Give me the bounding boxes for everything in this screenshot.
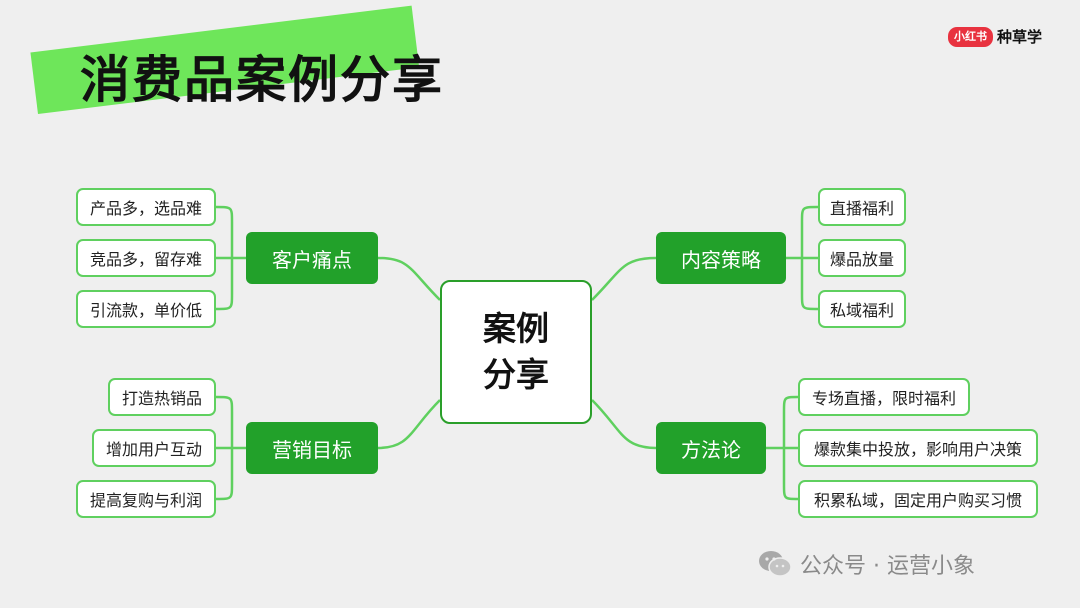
connector-center-goal <box>377 399 441 450</box>
page-title: 消费品案例分享 <box>80 51 444 109</box>
topic-methodology: 方法论 <box>656 422 766 474</box>
leaf-pain-2: 竞品多，留存难 <box>76 239 216 277</box>
leaf-goal-1: 打造热销品 <box>108 378 216 416</box>
connector-method-leaves <box>766 395 799 501</box>
connector-goal-leaves <box>215 395 246 501</box>
leaf-pain-3: 引流款，单价低 <box>76 290 216 328</box>
topic-pain-points: 客户痛点 <box>246 232 378 284</box>
wechat-icon <box>759 551 792 577</box>
leaf-strategy-2: 爆品放量 <box>818 239 906 277</box>
center-node: 案例分享 <box>440 280 592 424</box>
leaf-method-3: 积累私域，固定用户购买习惯 <box>798 480 1038 518</box>
leaf-strategy-3: 私域福利 <box>818 290 906 328</box>
leaf-method-2: 爆款集中投放，影响用户决策 <box>798 429 1038 467</box>
connector-center-method <box>591 399 657 450</box>
watermark: 公众号 · 运营小象 <box>758 548 975 580</box>
leaf-goal-2: 增加用户互动 <box>92 429 216 467</box>
brand-logo: 小红书 种草学 <box>948 26 1042 47</box>
leaf-method-1: 专场直播，限时福利 <box>798 378 970 416</box>
center-label: 案例分享 <box>483 309 549 394</box>
topic-marketing-goals: 营销目标 <box>246 422 378 474</box>
connector-center-pain <box>377 256 441 301</box>
brand-text: 种草学 <box>997 28 1043 46</box>
connector-pain-leaves <box>215 205 246 311</box>
brand-badge: 小红书 <box>948 26 993 47</box>
watermark-text: 公众号 · 运营小象 <box>800 554 975 579</box>
leaf-pain-1: 产品多，选品难 <box>76 188 216 226</box>
connector-strategy-leaves <box>786 205 819 311</box>
topic-content-strategy: 内容策略 <box>656 232 786 284</box>
connector-center-strategy <box>591 256 657 301</box>
leaf-strategy-1: 直播福利 <box>818 188 906 226</box>
leaf-goal-3: 提高复购与利润 <box>76 480 216 518</box>
